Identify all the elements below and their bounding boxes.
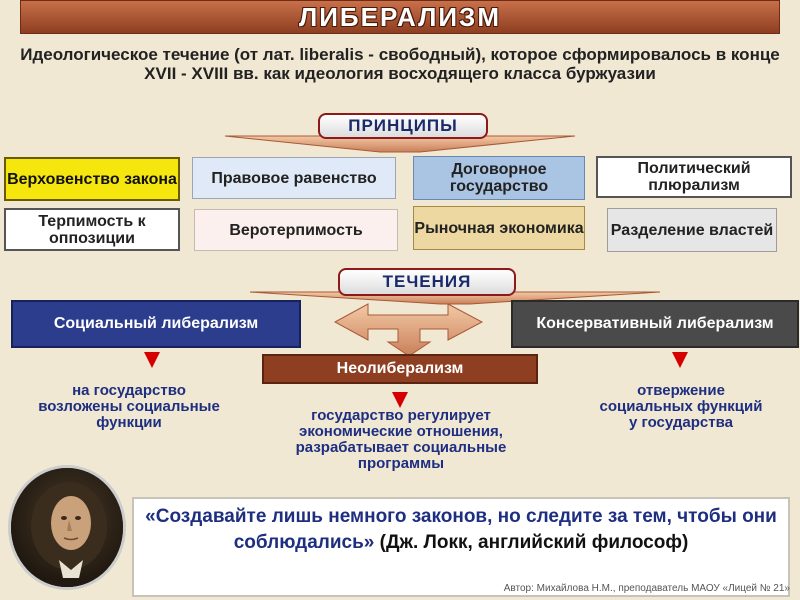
principles-header: ПРИНЦИПЫ (318, 113, 488, 139)
conservative-liberalism-description: отвержение социальных функций у государс… (599, 382, 763, 431)
branching-arrow (333, 303, 484, 357)
title-banner (20, 0, 780, 34)
principle-tolerance-opposition: Терпимость к оппозиции (4, 208, 180, 251)
principle-rule-of-law: Верховенство закона (4, 157, 180, 201)
principle-market-economy: Рыночная экономика (413, 206, 585, 250)
principle-contractual-state: Договорное государство (413, 156, 585, 200)
principle-separation-of-powers: Разделение властей (607, 208, 777, 252)
definition-text: Идеологическое течение (от лат. liberali… (20, 45, 780, 83)
principle-legal-equality: Правовое равенство (192, 157, 396, 199)
social-liberalism-description: на государство возложены социальные функ… (38, 382, 220, 431)
neoliberalism-description: государство регулирует экономические отн… (295, 407, 507, 472)
down-arrow-social (144, 352, 160, 368)
quote: «Создавайте лишь немного законов, но сле… (140, 504, 782, 556)
down-arrow-conservative (672, 352, 688, 368)
current-neoliberalism: Неолиберализм (262, 354, 538, 384)
current-social-liberalism: Социальный либерализм (11, 300, 301, 348)
quote-text: «Создавайте лишь немного законов, но сле… (145, 506, 777, 553)
down-arrow-neo (392, 392, 408, 408)
current-conservative-liberalism: Консервативный либерализм (511, 300, 799, 348)
principle-religious-tolerance: Веротерпимость (194, 209, 398, 251)
author-note: Автор: Михайлова Н.М., преподаватель МАО… (503, 583, 790, 594)
principle-political-pluralism: Политический плюрализм (596, 156, 792, 198)
locke-portrait (8, 465, 126, 590)
page-title: ЛИБЕРАЛИЗМ (299, 2, 501, 32)
quote-box (132, 497, 790, 597)
quote-attribution: (Дж. Локк, английский философ) (379, 532, 689, 553)
currents-header: ТЕЧЕНИЯ (338, 268, 516, 296)
